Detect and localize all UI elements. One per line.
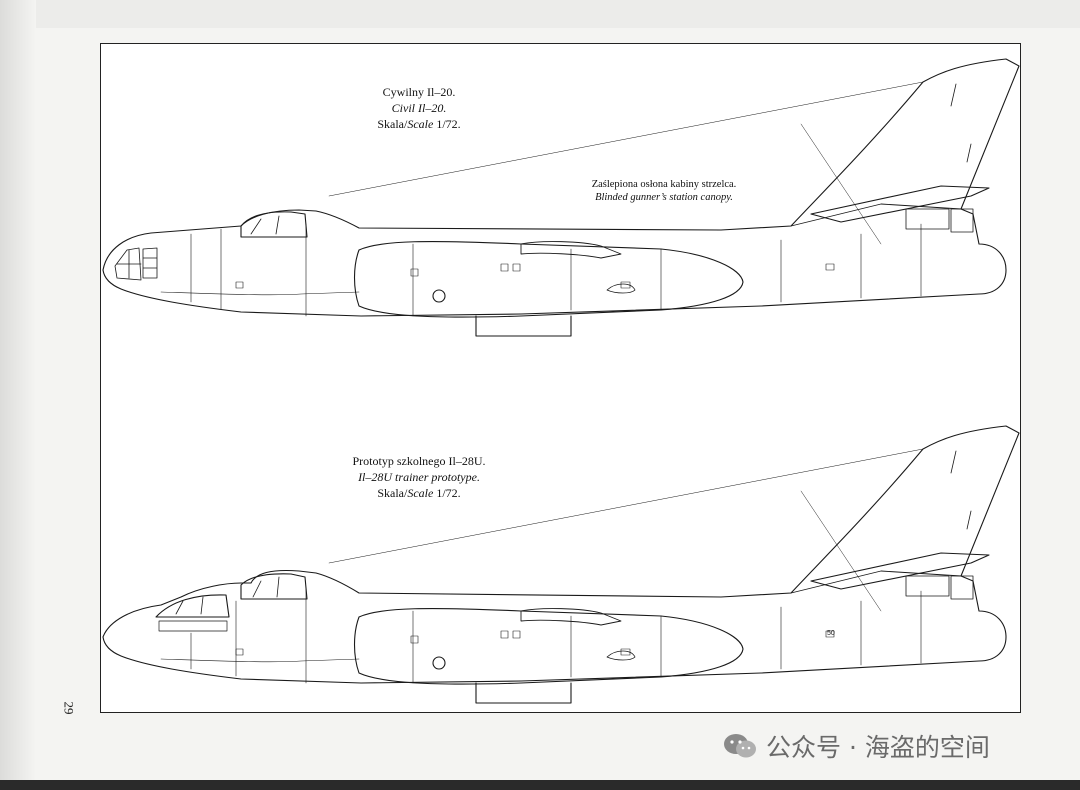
il20-engine-nacelle [353,240,744,318]
caption-title-pl: Cywilny Il–20. [382,85,456,99]
annotation-pl: Zaślepiona osłona kabiny strzelca. [591,179,737,190]
il20-fuselage [102,58,1020,317]
caption-title-en: Civil Il–20. [391,101,447,115]
caption-il28u: Prototyp szkolnego Il–28U. Il–28U traine… [319,453,519,501]
panel-marking: 50 [827,630,835,637]
scan-gutter-shadow [0,0,36,790]
watermark-text: 公众号 · 海盗的空间 [766,733,990,762]
aircraft-il20-side-view [102,58,1020,337]
il28u-fin [790,570,962,594]
canopy-annotation: Zaślepiona osłona kabiny strzelca. Blind… [549,178,779,204]
il20-tailplane [810,185,990,223]
il20-canopy [240,211,308,238]
aircraft-drawings: 50 [102,58,1020,704]
drawing-sheet: 50 Cywilny Il–20. Civil Il–20. Skala/Sca… [100,43,1021,713]
caption-scale: Skala/Scale 1/72. [377,117,461,131]
il20-fin [790,203,962,227]
caption-title-pl: Prototyp szkolnego Il–28U. [352,454,486,468]
scan-bottom-edge [0,780,1080,790]
page-number: 29 [61,701,77,715]
caption-il20: Cywilny Il–20. Civil Il–20. Skala/Scale … [319,84,519,132]
watermark: 公众号 · 海盗的空间 [722,726,990,766]
caption-title-en: Il–28U trainer prototype. [358,470,480,484]
caption-scale: Skala/Scale 1/72. [377,486,461,500]
il28u-engine-nacelle [353,607,744,685]
aircraft-il28u-side-view [102,425,1020,704]
wechat-logo-icon [724,734,756,758]
il28u-instructor-canopy [155,594,230,618]
scan-top-shadow [0,0,1080,28]
il28u-tailplane [810,552,990,590]
annotation-en: Blinded gunner’s station canopy. [595,192,733,203]
il28u-fuselage [102,425,1020,684]
il20-nose-glazing [114,247,142,281]
il28u-canopy [240,573,308,600]
